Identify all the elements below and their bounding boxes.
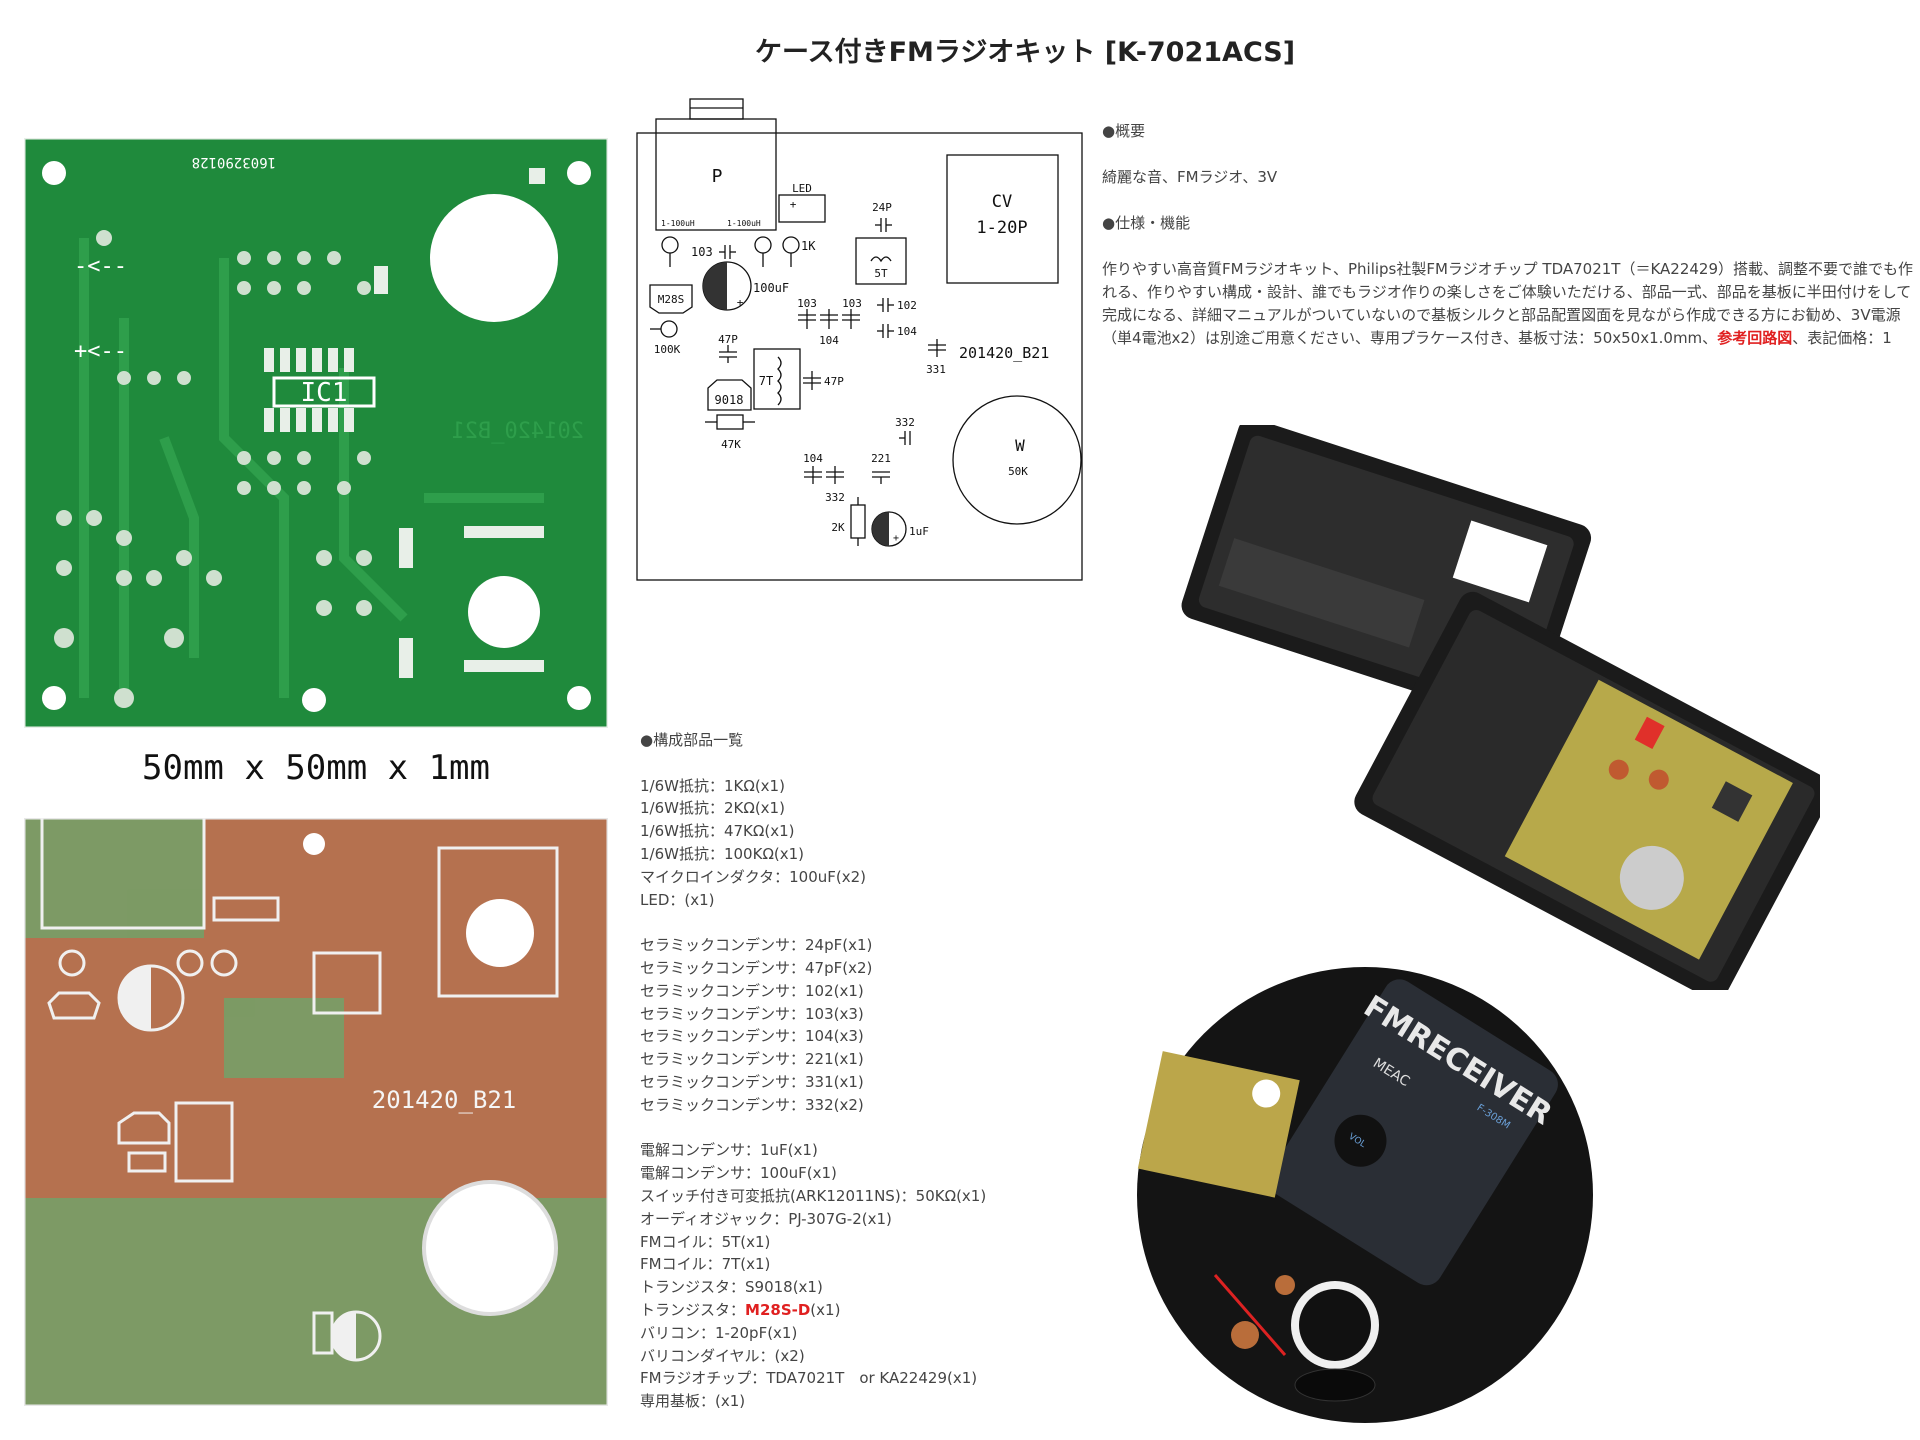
- m28s-prefix: トランジスタ：: [640, 1300, 746, 1319]
- list-item: セラミックコンデンサ：331(x1): [640, 1072, 864, 1091]
- kit-contents-photo: FMRECEIVER F-308M MEAC VOL: [1137, 967, 1593, 1423]
- c24p-label: 24P: [872, 201, 892, 214]
- inductor-label-right: 1-100uH: [727, 219, 761, 228]
- spec-body: 作りやすい高音質FMラジオキット、Philips社製FMラジオチップ TDA70…: [1102, 260, 1914, 347]
- list-item: バリコンダイヤル：(x2): [640, 1346, 805, 1365]
- spec-text: 作りやすい高音質FMラジオキット、Philips社製FMラジオチップ TDA70…: [1102, 258, 1917, 350]
- list-item: セラミックコンデンサ：102(x1): [640, 981, 864, 1000]
- c100uf-label: 100uF: [753, 281, 789, 295]
- list-item: セラミックコンデンサ：24pF(x1): [640, 936, 873, 955]
- r2k-label: 2K: [831, 521, 845, 534]
- list-item: セラミックコンデンサ：103(x3): [640, 1004, 864, 1023]
- list-item: 1/6W抵抗：47KΩ(x1): [640, 822, 795, 841]
- r47k-label: 47K: [721, 438, 741, 451]
- c102-label: 102: [897, 299, 917, 312]
- c332b-label: 332: [825, 491, 845, 504]
- m28s-label: M28S: [658, 293, 685, 306]
- coil5t-label: 5T: [874, 267, 888, 280]
- inductor-label-left: 1-100uH: [661, 219, 695, 228]
- c100uf-plus: +: [737, 296, 744, 309]
- list-item: マイクロインダクタ：100uF(x2): [640, 867, 866, 886]
- schematic-link[interactable]: 参考回路図: [1717, 329, 1793, 347]
- board-code: 201420_B21: [372, 1086, 517, 1114]
- c332a-label: 332: [895, 416, 915, 429]
- page-title: ケース付きFMラジオキット [K-7021ACS]: [754, 37, 1296, 68]
- jack-label: P: [712, 166, 723, 187]
- list-item: LED：(x1): [640, 890, 715, 909]
- c47p-a-label: 47P: [718, 333, 738, 346]
- list-item: バリコン：1-20pF(x1): [640, 1323, 798, 1342]
- list-item: スイッチ付き可変抵抗(ARK12011NS)：50KΩ(x1): [640, 1186, 987, 1205]
- r1k-label: 1K: [801, 239, 816, 253]
- t9018-label: 9018: [715, 393, 744, 407]
- parts-layout-diagram: P 1-100uH 1-100uH LED + 103 1K 100uF + M…: [636, 98, 1083, 581]
- cv-range-label: 1-20P: [976, 218, 1027, 238]
- ic1-label: IC1: [301, 378, 348, 408]
- spec-heading: ●仕様・機能: [1102, 214, 1191, 232]
- led-label: LED: [792, 182, 812, 195]
- parts-group-misc: 電解コンデンサ：1uF(x1) 電解コンデンサ：100uF(x1) スイッチ付き可変…: [640, 1139, 1100, 1299]
- c103a-label: 103: [691, 245, 713, 259]
- c103b-label: 103: [797, 297, 817, 310]
- pcb-top-photo: IC1 -<-- +<-- 1603290128 201420_B21: [24, 138, 608, 728]
- c104a-label: 104: [819, 334, 839, 347]
- c104c-label: 104: [803, 452, 823, 465]
- serial-label: 1603290128: [192, 154, 276, 170]
- board-code-label: 201420_B21: [959, 344, 1049, 362]
- c331-label: 331: [926, 363, 946, 376]
- list-item: 1/6W抵抗：1KΩ(x1): [640, 776, 785, 795]
- board-code-mirrored: 201420_B21: [452, 419, 584, 444]
- list-item: 1/6W抵抗：100KΩ(x1): [640, 844, 805, 863]
- c221-label: 221: [871, 452, 891, 465]
- kit-case-photo: [1181, 425, 1820, 990]
- volume-value-label: 50K: [1008, 465, 1028, 478]
- pcb-bottom-photo: 201420_B21: [24, 818, 608, 1406]
- m28s-link[interactable]: M28S-D: [745, 1300, 811, 1319]
- spec-tail: 、表記価格：1: [1792, 329, 1892, 347]
- list-item: FMラジオチップ：TDA7021T or KA22429(x1): [640, 1369, 978, 1388]
- pcb-size-label: 50mm x 50mm x 1mm: [142, 748, 490, 788]
- list-item: セラミックコンデンサ：47pF(x2): [640, 958, 873, 977]
- product-description: ●概要 綺麗な音、FMラジオ、3V ●仕様・機能 作りやすい高音質FMラジオキッ…: [1102, 120, 1917, 373]
- list-item: 電解コンデンサ：1uF(x1): [640, 1141, 818, 1160]
- list-item: オーディオジャック：PJ-307G-2(x1): [640, 1209, 892, 1228]
- list-item: セラミックコンデンサ：221(x1): [640, 1050, 864, 1069]
- m28s-suffix: (x1): [810, 1300, 841, 1319]
- parts-group-resistors: 1/6W抵抗：1KΩ(x1) 1/6W抵抗：2KΩ(x1) 1/6W抵抗：47KΩ(…: [640, 775, 1100, 912]
- c103c-label: 103: [842, 297, 862, 310]
- list-item: セラミックコンデンサ：332(x2): [640, 1095, 864, 1114]
- parts-group-ceramic-caps: セラミックコンデンサ：24pF(x1) セラミックコンデンサ：47pF(x2) セラ…: [640, 934, 1100, 1116]
- coil7t-label: 7T: [759, 374, 773, 388]
- overview-text: 綺麗な音、FMラジオ、3V: [1102, 168, 1278, 186]
- r100k-label: 100K: [654, 343, 681, 356]
- list-item: 電解コンデンサ：100uF(x1): [640, 1164, 837, 1183]
- list-item: トランジスタ：M28S-D(x1): [640, 1299, 1100, 1322]
- list-item: 専用基板：(x1): [640, 1392, 746, 1411]
- c1uf-plus: +: [893, 533, 899, 544]
- list-item: FMコイル：5T(x1): [640, 1232, 771, 1251]
- cv-label: CV: [992, 192, 1012, 212]
- overview-heading: ●概要: [1102, 122, 1146, 140]
- c104b-label: 104: [897, 325, 917, 338]
- list-item: FMコイル：7T(x1): [640, 1255, 771, 1274]
- list-item: トランジスタ：S9018(x1): [640, 1278, 823, 1297]
- c1uf-label: 1uF: [909, 525, 929, 538]
- c47p-b-label: 47P: [824, 375, 844, 388]
- parts-group-final: バリコン：1-20pF(x1) バリコンダイヤル：(x2) FMラジオチップ：TDA…: [640, 1322, 1100, 1413]
- list-item: 1/6W抵抗：2KΩ(x1): [640, 799, 785, 818]
- led-plus: +: [790, 198, 797, 211]
- parts-heading: ●構成部品一覧: [640, 731, 744, 749]
- parts-list: ●構成部品一覧 1/6W抵抗：1KΩ(x1)1/6W抵抗：2KΩ(x1)1/6W…: [640, 729, 1100, 1413]
- minus-label: -<--: [74, 254, 127, 279]
- plus-label: +<--: [74, 339, 127, 364]
- volume-label: W: [1015, 436, 1025, 455]
- list-item: セラミックコンデンサ：104(x3): [640, 1027, 864, 1046]
